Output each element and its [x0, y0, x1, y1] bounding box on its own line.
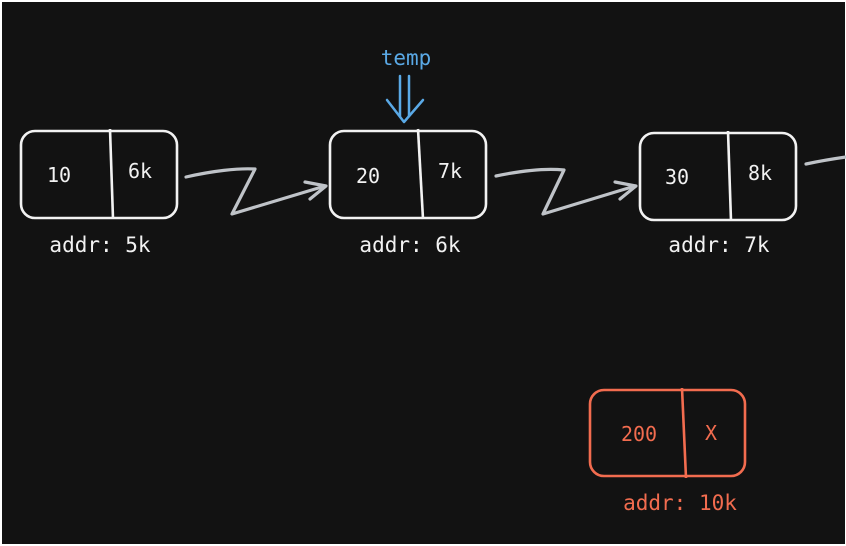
temp-pointer: temp — [381, 46, 432, 124]
node-1-next: 6k — [128, 159, 152, 183]
new-node-box — [588, 388, 747, 478]
list-node-1: 10 6k addr: 5k — [19, 128, 179, 257]
temp-label: temp — [381, 46, 432, 70]
next-arrow-3 — [804, 155, 846, 166]
new-list-node: 200 X addr: 10k — [588, 387, 747, 515]
node-1-address: addr: 5k — [49, 233, 151, 257]
node-1-divider — [108, 128, 115, 220]
node-1-box — [19, 129, 179, 220]
list-node-2: 20 7k addr: 6k — [328, 128, 488, 257]
new-node-divider — [680, 387, 688, 479]
node-2-divider — [416, 128, 425, 220]
node-3-box — [638, 131, 798, 222]
double-down-arrow-icon — [385, 74, 425, 124]
new-node-value: 200 — [621, 422, 657, 446]
node-3-value: 30 — [665, 165, 689, 189]
node-3-address: addr: 7k — [668, 233, 770, 257]
next-arrow-2 — [494, 167, 638, 216]
node-2-value: 20 — [356, 164, 380, 188]
new-node-address: addr: 10k — [623, 491, 737, 515]
list-node-3: 30 8k addr: 7k — [638, 130, 798, 257]
node-3-divider — [726, 130, 733, 222]
new-node-next: X — [705, 421, 717, 445]
node-2-box — [328, 129, 488, 220]
node-2-next: 7k — [438, 159, 462, 183]
next-arrow-1 — [184, 167, 328, 216]
node-3-next: 8k — [748, 161, 772, 185]
node-1-value: 10 — [47, 163, 71, 187]
node-2-address: addr: 6k — [359, 233, 461, 257]
